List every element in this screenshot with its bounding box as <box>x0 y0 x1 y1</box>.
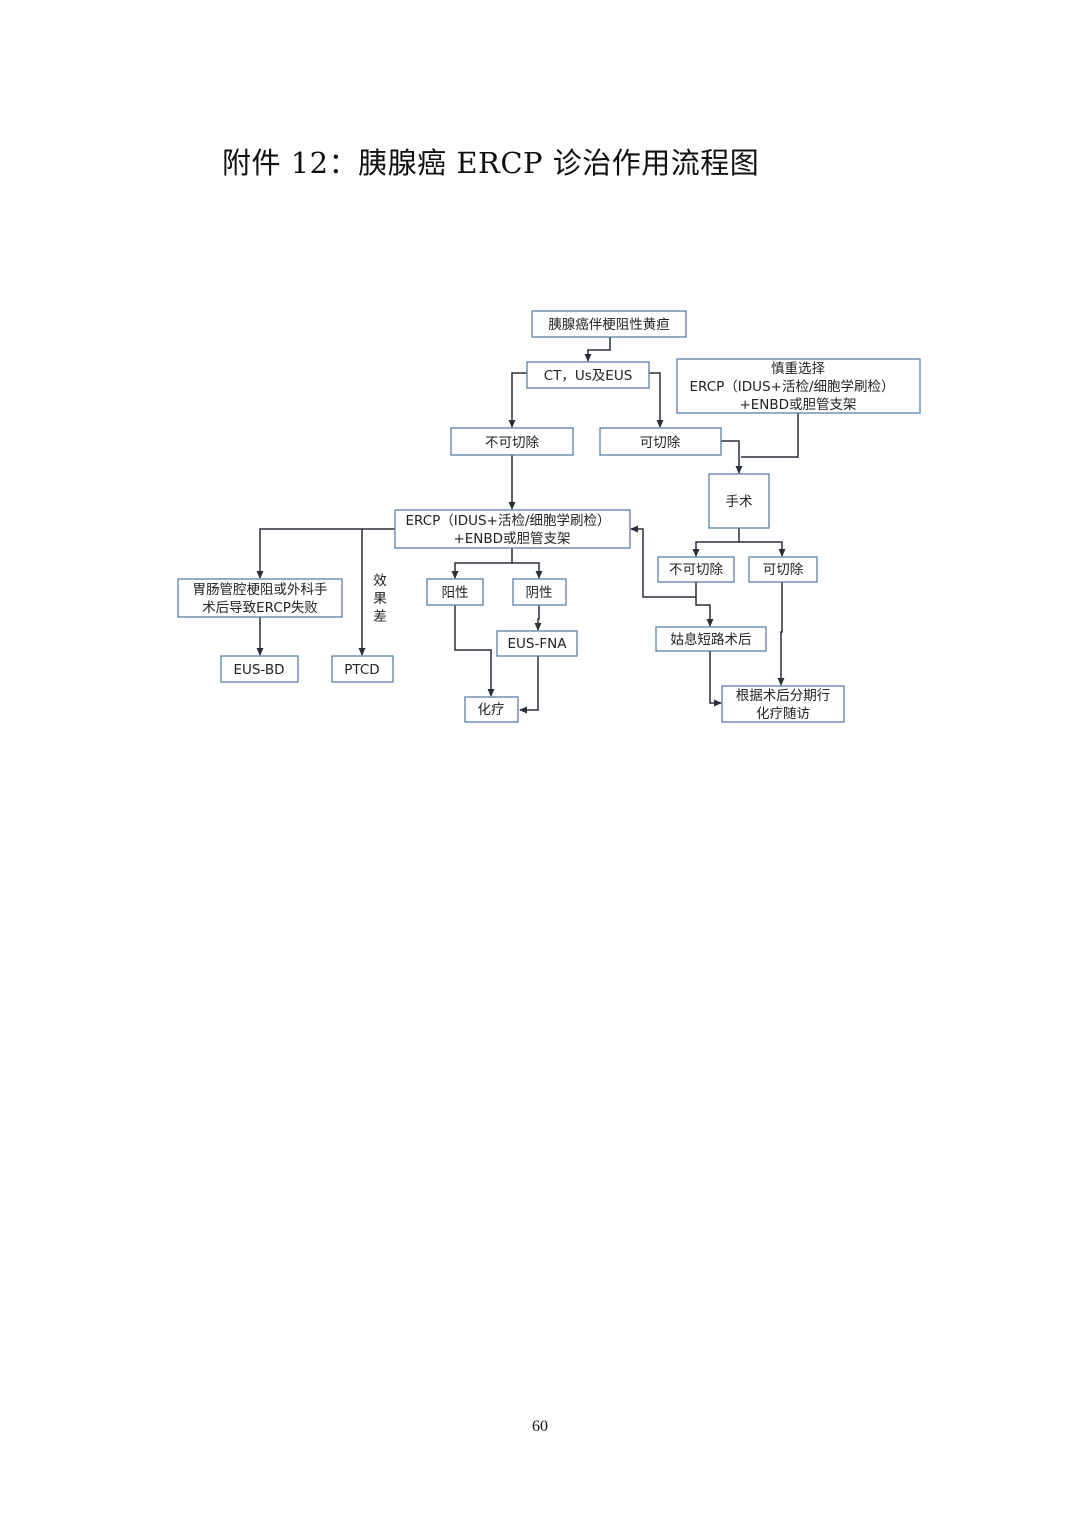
connector-resectable-to-followup <box>777 582 785 686</box>
connector-surgery-to-unresectable <box>692 528 740 557</box>
node-ercp: ERCP（IDUS+活检/细胞学刷检） +ENBD或胆管支架 <box>394 509 631 549</box>
connector-start-to-imaging <box>584 337 611 362</box>
node-surgery-unresectable: 不可切除 <box>657 556 735 583</box>
connector-ercp-to-failure <box>256 528 395 579</box>
node-imaging: CT，Us及EUS <box>526 361 650 389</box>
node-surgery-label: 手术 <box>726 494 753 510</box>
node-start-label: 胰腺癌伴梗阻性黄疸 <box>548 317 670 333</box>
node-ptcd: PTCD <box>331 655 394 683</box>
node-failure-line2: 术后导致ERCP失败 <box>202 600 318 616</box>
node-surgery: 手术 <box>708 473 770 529</box>
connector-unresectable-to-palliative <box>695 597 714 627</box>
node-unresectable: 不可切除 <box>450 427 574 456</box>
node-chemo: 化疗 <box>464 696 519 723</box>
connector-positive-to-chemo <box>454 605 495 697</box>
label-poor-effect-char1: 效 <box>373 573 387 589</box>
node-cautious-line1: 慎重选择 <box>771 361 825 377</box>
connector-ercp-to-negative <box>512 562 543 579</box>
node-followup: 根据术后分期行 化疗随访 <box>721 685 845 723</box>
connector-resectable-to-surgery <box>721 440 743 474</box>
node-eus-fna: EUS-FNA <box>496 630 578 657</box>
page-number: 60 <box>532 1418 548 1435</box>
node-ercp-line2: +ENBD或胆管支架 <box>453 531 570 547</box>
node-unresectable-label: 不可切除 <box>485 435 539 451</box>
node-negative-label: 阴性 <box>526 585 553 601</box>
node-surgery-unresectable-label: 不可切除 <box>669 562 723 578</box>
node-chemo-label: 化疗 <box>478 702 505 718</box>
node-resectable: 可切除 <box>599 427 722 456</box>
node-cautious: 慎重选择 ERCP（IDUS+活检/细胞学刷检） +ENBD或胆管支架 <box>676 358 921 414</box>
node-palliative-label: 姑息短路术后 <box>671 631 752 648</box>
label-poor-effect-char2: 果 <box>373 591 387 607</box>
node-ercp-line1: ERCP（IDUS+活检/细胞学刷检） <box>406 513 611 529</box>
connector-cautious-to-surgery <box>741 413 799 458</box>
node-failure: 胃肠管腔梗阻或外科手 术后导致ERCP失败 <box>177 578 343 618</box>
node-positive-label: 阳性 <box>442 585 469 601</box>
node-eus-bd: EUS-BD <box>220 655 299 683</box>
node-surgery-resectable-label: 可切除 <box>763 562 804 578</box>
node-cautious-line3: +ENBD或胆管支架 <box>739 397 856 413</box>
node-followup-line1: 根据术后分期行 <box>736 688 831 704</box>
connector-imaging-to-unresectable <box>508 372 527 428</box>
node-cautious-line2: ERCP（IDUS+活检/细胞学刷检） <box>690 379 895 395</box>
node-start: 胰腺癌伴梗阻性黄疸 <box>531 310 687 338</box>
connector-unresectable-to-ercp-loop <box>630 525 697 598</box>
label-poor-effect-char3: 差 <box>373 609 387 625</box>
node-followup-line2: 化疗随访 <box>756 706 810 722</box>
node-positive: 阳性 <box>426 578 484 606</box>
node-surgery-resectable: 可切除 <box>748 556 818 583</box>
node-ptcd-label: PTCD <box>344 662 379 678</box>
connector-surgery-to-resectable <box>739 541 786 557</box>
connectors <box>256 337 799 714</box>
node-negative: 阴性 <box>512 578 567 606</box>
connector-negative-to-eusfna <box>534 605 542 631</box>
connector-imaging-to-resectable <box>649 372 664 428</box>
node-eus-fna-label: EUS-FNA <box>508 636 568 652</box>
node-resectable-label: 可切除 <box>640 435 681 451</box>
page-title: 附件 12：胰腺癌 ERCP 诊治作用流程图 <box>222 146 760 180</box>
connector-palliative-to-followup <box>709 651 722 707</box>
connector-ercp-to-positive <box>451 548 513 579</box>
node-eus-bd-label: EUS-BD <box>233 662 284 678</box>
node-palliative: 姑息短路术后 <box>655 626 767 652</box>
node-imaging-label: CT，Us及EUS <box>544 368 633 384</box>
label-poor-effect: 效 果 差 <box>373 573 387 625</box>
connector-eusfna-to-chemo <box>519 656 539 714</box>
node-failure-line1: 胃肠管腔梗阻或外科手 <box>193 582 328 598</box>
